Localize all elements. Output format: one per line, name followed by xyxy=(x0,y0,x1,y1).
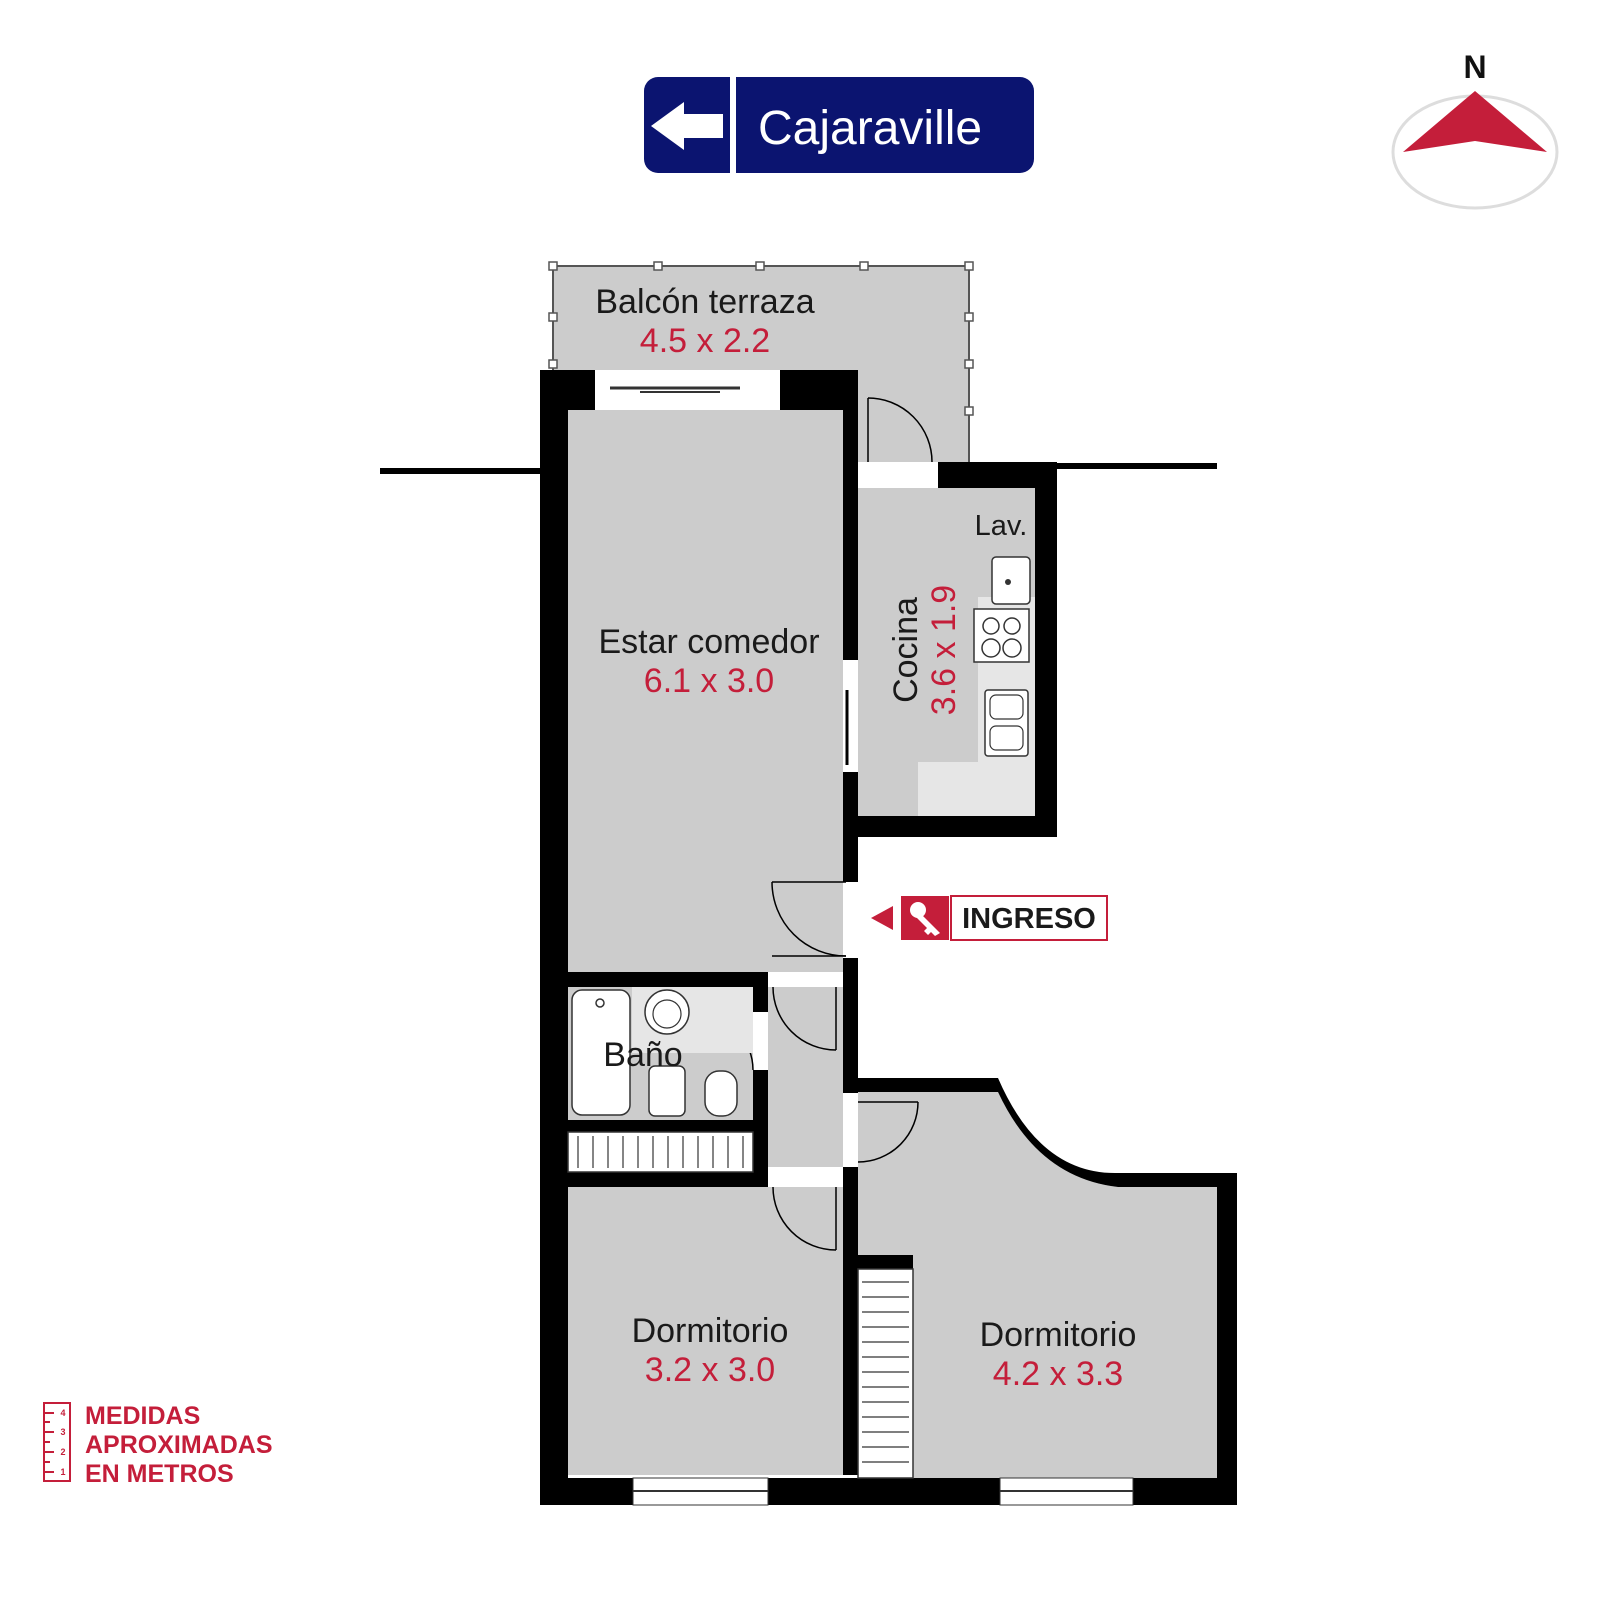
room-dimensions: 6.1 x 3.0 xyxy=(644,662,774,700)
cooktop-icon xyxy=(973,608,1030,663)
room-name: Estar comedor xyxy=(598,623,819,661)
room-name: Baño xyxy=(603,1036,682,1074)
room-name: Cocina xyxy=(887,597,925,703)
ruler-mark: 1 xyxy=(60,1467,65,1477)
ruler-mark: 3 xyxy=(60,1427,65,1437)
entrance-label-box xyxy=(950,895,1108,941)
room-name: Lav. xyxy=(975,510,1028,542)
legend-line-2: APROXIMADAS xyxy=(85,1431,273,1459)
closet-bedroom2 xyxy=(857,1268,914,1479)
balcony-floor xyxy=(553,266,969,370)
wall-bath-east-upper xyxy=(753,972,768,1012)
room-dimensions: 4.2 x 3.3 xyxy=(993,1355,1123,1393)
toilet-icon xyxy=(704,1070,738,1117)
legend-line-1: MEDIDAS xyxy=(85,1402,200,1430)
wall-bath-north xyxy=(568,972,768,987)
wall-hall-east xyxy=(843,958,858,1093)
street-sign-background xyxy=(644,77,1034,173)
room-name: Dormitorio xyxy=(980,1316,1137,1354)
room-dimensions: 3.2 x 3.0 xyxy=(645,1351,775,1389)
wall-bath-east-lower xyxy=(753,1070,768,1187)
wall-closet-bedroom2 xyxy=(858,1255,913,1269)
windows xyxy=(595,370,1134,1506)
wall-west xyxy=(540,370,568,1505)
ruler-mark: 2 xyxy=(60,1447,65,1457)
room-label-bedroom1: Dormitorio 3.2 x 3.0 xyxy=(632,1312,789,1389)
railing-posts xyxy=(548,261,974,416)
room-label-laundry: Lav. xyxy=(975,510,1028,542)
room-name: Dormitorio xyxy=(632,1312,789,1350)
kitchen-fixtures xyxy=(918,556,1035,816)
wall-kitchen-north xyxy=(938,462,1053,488)
bathroom-fixtures xyxy=(571,987,753,1117)
room-label-bathroom: Baño xyxy=(603,1036,682,1074)
fridge-icon xyxy=(918,762,978,816)
room-label-living: Estar comedor 6.1 x 3.0 xyxy=(598,623,819,700)
wall-bedroom1-north xyxy=(568,1172,768,1187)
closets xyxy=(567,1131,914,1479)
north-arrow-icon xyxy=(1403,91,1547,152)
north-compass: N xyxy=(1391,49,1559,210)
entrance-arrow-icon xyxy=(871,906,893,930)
bidet-icon xyxy=(648,1065,686,1117)
ruler-icon: 4 3 2 1 xyxy=(43,1402,71,1482)
room-dimensions: 4.5 x 2.2 xyxy=(640,322,770,360)
wall-kitchen-east xyxy=(1035,462,1057,837)
doors xyxy=(696,397,938,1251)
wall-curved xyxy=(998,1078,1237,1187)
wall-living-kitchen-upper xyxy=(843,370,858,660)
north-label: N xyxy=(1463,49,1486,85)
wall-east xyxy=(1217,1173,1237,1505)
closet-hall xyxy=(567,1131,754,1173)
entrance-label: INGRESO xyxy=(962,903,1096,935)
kitchen-sink-icon xyxy=(984,689,1029,757)
arrow-left-icon xyxy=(651,102,723,150)
wall-closet-north xyxy=(568,1120,753,1132)
hall-floor xyxy=(768,972,846,1167)
street-sign: Cajaraville xyxy=(644,77,1034,173)
street-name: Cajaraville xyxy=(758,102,982,155)
entrance-marker: INGRESO xyxy=(871,895,1108,941)
measurement-legend: 4 3 2 1 MEDIDAS APROXIMADAS EN METROS xyxy=(43,1402,273,1488)
key-icon xyxy=(910,902,940,936)
bedroom2-floor xyxy=(858,1092,1217,1478)
balcony-window xyxy=(595,370,780,410)
bedroom1-floor xyxy=(568,1187,843,1475)
wall-bedroom2-north xyxy=(858,1078,998,1092)
legend-line-3: EN METROS xyxy=(85,1460,234,1488)
bathtub-icon xyxy=(571,989,631,1116)
wall-ne-corner xyxy=(780,370,855,410)
living-floor xyxy=(568,410,843,972)
balcony-area xyxy=(548,261,974,462)
laundry-sink-icon xyxy=(991,556,1031,605)
wall-living-kitchen-lower xyxy=(843,772,858,882)
wall-bedroom-divider xyxy=(843,1167,858,1475)
room-label-kitchen: Cocina 3.6 x 1.9 xyxy=(887,585,963,715)
room-label-balcony: Balcón terraza 4.5 x 2.2 xyxy=(595,283,814,360)
room-label-bedroom2: Dormitorio 4.2 x 3.3 xyxy=(980,1316,1137,1393)
wall-nw-corner xyxy=(540,370,595,410)
ruler-mark: 4 xyxy=(60,1408,65,1418)
room-name: Balcón terraza xyxy=(595,283,814,321)
wall-kitchen-south xyxy=(858,816,1057,837)
room-dimensions: 3.6 x 1.9 xyxy=(925,585,963,715)
